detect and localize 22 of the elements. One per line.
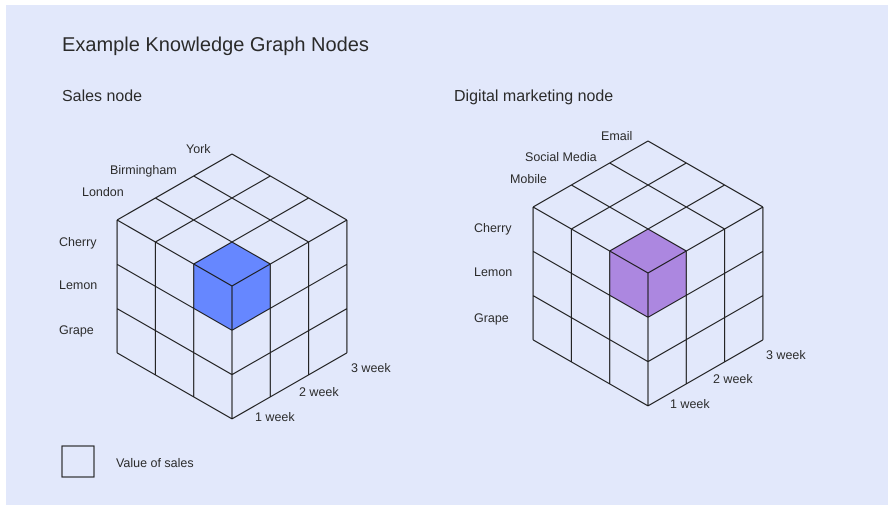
axis-label: 1 week <box>255 410 295 424</box>
axis-label: 3 week <box>351 361 391 375</box>
diagram-title: Example Knowledge Graph Nodes <box>62 34 369 57</box>
axis-label: Grape <box>59 323 94 337</box>
axis-label: Social Media <box>525 150 597 164</box>
axis-label: York <box>186 142 211 156</box>
axis-label: Cherry <box>59 235 97 249</box>
axis-label: 2 week <box>713 372 753 386</box>
axis-label: London <box>82 185 124 199</box>
legend-label: Value of sales <box>116 456 194 470</box>
axis-label: Lemon <box>59 278 98 292</box>
axis-label: Email <box>601 129 632 143</box>
axis-label: Birmingham <box>110 163 177 177</box>
axis-label: 2 week <box>299 385 339 399</box>
panel-title: Digital marketing node <box>454 88 614 106</box>
axis-label: Grape <box>474 311 509 325</box>
axis-label: Lemon <box>474 265 512 279</box>
axis-label: Cherry <box>474 221 512 235</box>
axis-label: Mobile <box>510 172 547 186</box>
panel-title: Sales node <box>62 88 142 106</box>
axis-label: 1 week <box>670 397 710 411</box>
axis-label: 3 week <box>766 348 806 362</box>
